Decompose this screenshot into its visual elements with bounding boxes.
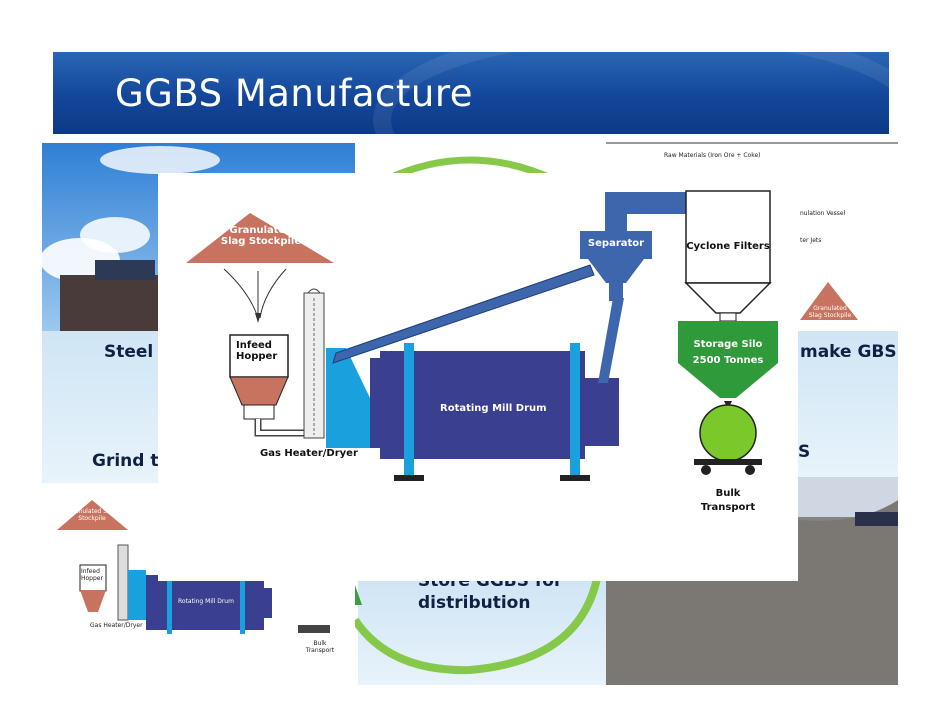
thumb-hopper-label: Infeed Hopper (81, 568, 103, 582)
bulk-label-2: Transport (700, 502, 756, 513)
slag-stockpile-thumb-label: Granulated Slag Stockpile (808, 305, 852, 319)
slide-title: GGBS Manufacture (115, 72, 473, 115)
granulation-vessel-label: nulation Vessel (800, 210, 846, 217)
thumb-drum-label: Rotating Mill Drum (178, 598, 234, 605)
feed-pipe (332, 264, 595, 364)
drum-label: Rotating Mill Drum (440, 403, 547, 414)
silo-label-2: 2500 Tonnes (692, 355, 764, 366)
cyclone-filters (685, 190, 771, 284)
thumb-bulk-label: Bulk Transport (305, 640, 335, 654)
grind-label: Grind t (92, 451, 159, 471)
slag-stockpile (186, 213, 334, 263)
main-process-diagram: Granulated Slag Stockpile Infeed Hopper … (158, 173, 798, 581)
cyclone-label: Cyclone Filters (686, 241, 770, 252)
steel-label: Steel (104, 342, 154, 362)
separator (580, 231, 652, 259)
water-jets-label: ter Jets (800, 237, 822, 244)
stockpile-label: Granulated Slag Stockpile (220, 225, 302, 247)
cycle-arc-top (383, 156, 557, 184)
gas-heater-dryer (326, 348, 370, 448)
heater-label: Gas Heater/Dryer (260, 448, 358, 459)
thumb-stockpile-label: Granulated Slag Stockpile (67, 508, 117, 522)
distribution-label: distribution (418, 593, 531, 613)
bulk-wagon (699, 404, 757, 462)
grinding-plant-diagram (186, 190, 778, 481)
rotating-mill-drum (380, 351, 585, 459)
slag-pile-thumb (800, 282, 858, 320)
silo-label-1: Storage Silo (693, 339, 763, 350)
raw-materials-label: Raw Materials (Iron Ore + Coke) (664, 152, 761, 159)
thumb-heater-label: Gas Heater/Dryer (90, 622, 143, 629)
title-banner: GGBS Manufacture (53, 52, 889, 134)
infeed-hopper (229, 334, 289, 378)
storage-silo (678, 321, 778, 363)
hopper-label: Infeed Hopper (236, 340, 278, 362)
cycle-arc-bottom (351, 559, 604, 675)
bulk-label-1: Bulk (715, 488, 741, 499)
s-label: S (798, 442, 811, 462)
make-gbs-label: make GBS (800, 342, 897, 362)
separator-label: Separator (587, 238, 645, 249)
